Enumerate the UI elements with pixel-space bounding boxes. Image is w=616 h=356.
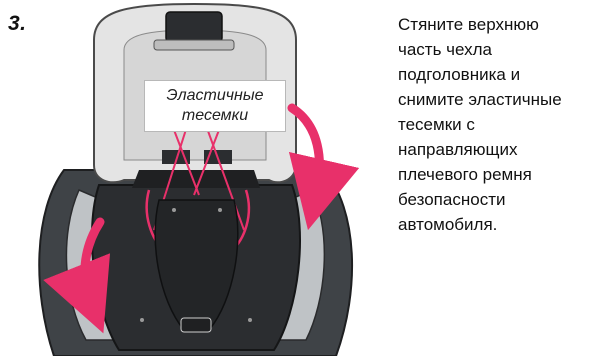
instruction-line: подголовника и [398, 62, 612, 87]
car-seat-illustration: Эластичные тесемки [24, 0, 364, 356]
headrest-handle [166, 12, 222, 42]
instruction-line: безопасности [398, 187, 612, 212]
callout-line: тесемки [182, 106, 248, 126]
instruction-line: плечевого ремня [398, 162, 612, 187]
instruction-line: часть чехла [398, 37, 612, 62]
instruction-text: Стяните верхнюю часть чехла подголовника… [398, 12, 612, 237]
instruction-line: снимите эластичные [398, 87, 612, 112]
instruction-line: тесемки с [398, 112, 612, 137]
instruction-line: направляющих [398, 137, 612, 162]
buckle [181, 318, 211, 332]
instruction-line: Стяните верхнюю [398, 12, 612, 37]
callout-line: Эластичные [166, 86, 263, 106]
instruction-line: автомобиля. [398, 212, 612, 237]
elastic-straps-callout: Эластичные тесемки [144, 80, 286, 132]
